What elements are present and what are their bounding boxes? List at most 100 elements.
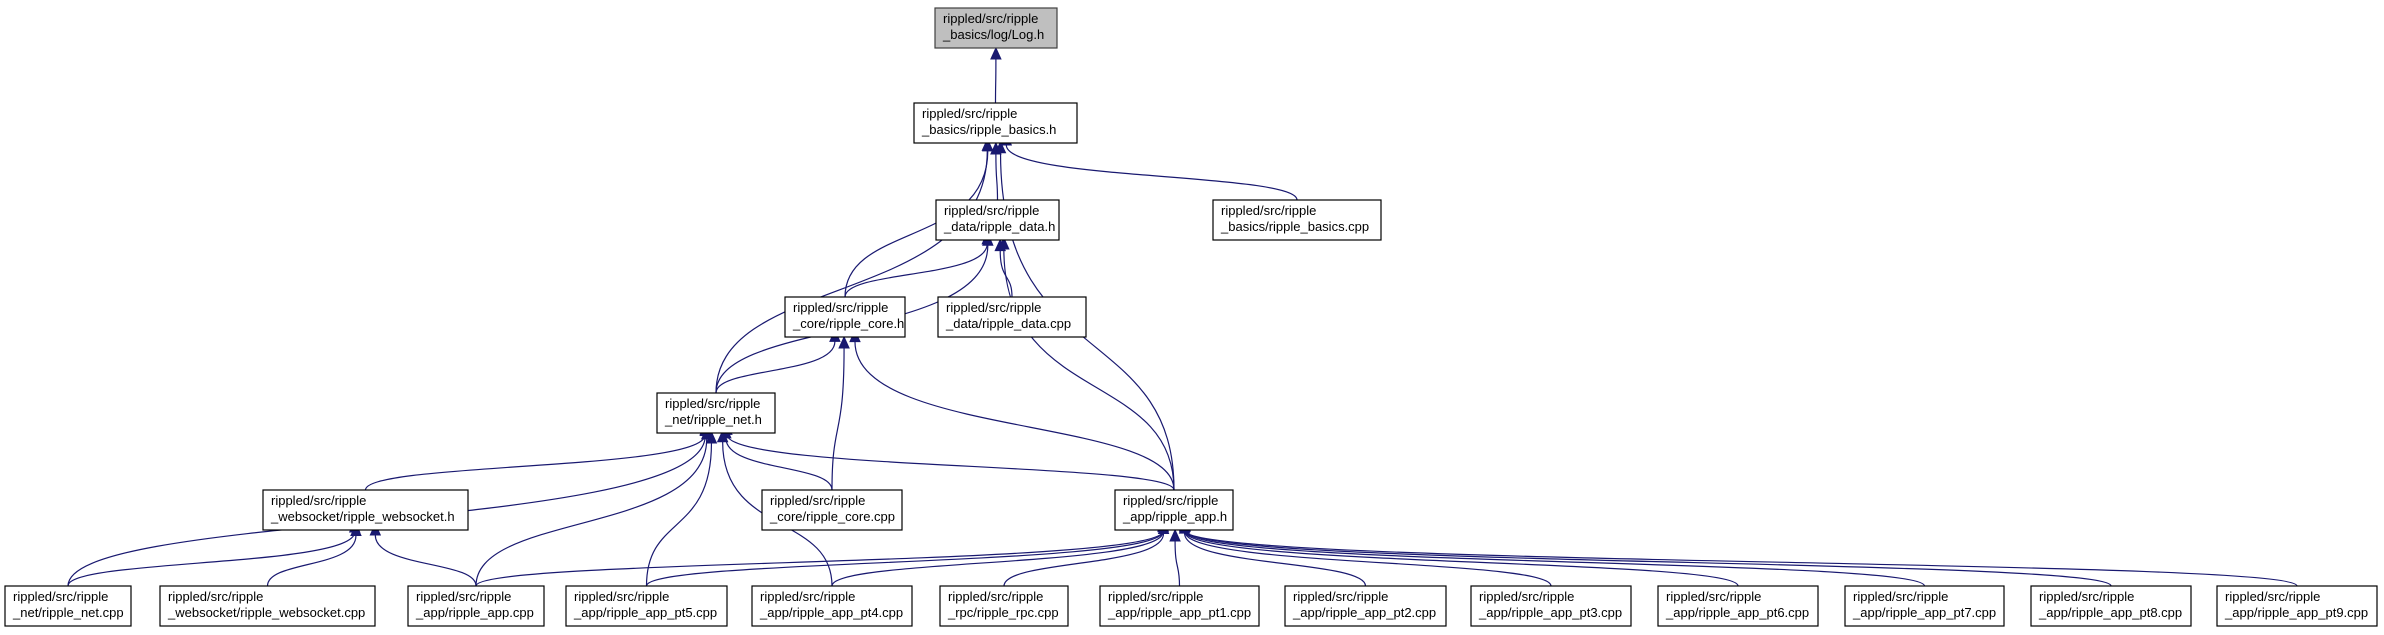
- node-ripple-data-cpp-label-line-2: _data/ripple_data.cpp: [945, 316, 1071, 331]
- node-ripple-app-pt7-cpp-label-line-2: _app/ripple_app_pt7.cpp: [1852, 605, 1996, 620]
- node-ripple-basics-h-label-line-2: _basics/ripple_basics.h: [921, 122, 1056, 137]
- edge-ripple_core_h-to-ripple_data_h: [844, 243, 988, 298]
- node-ripple-data-h-box[interactable]: [935, 199, 1060, 241]
- node-ripple-net-cpp-box[interactable]: [4, 585, 132, 627]
- node-ripple-net-h-label-line-2: _net/ripple_net.h: [664, 412, 762, 427]
- node-ripple-app-pt5-cpp[interactable]: rippled/src/ripple_app/ripple_app_pt5.cp…: [565, 585, 728, 627]
- node-ripple-app-pt9-cpp-box[interactable]: [2216, 585, 2378, 627]
- node-ripple-core-cpp-label-line-2: _core/ripple_core.cpp: [769, 509, 895, 524]
- node-ripple-app-pt9-cpp-label-line-2: _app/ripple_app_pt9.cpp: [2224, 605, 2368, 620]
- node-ripple-basics-cpp-label-line-2: _basics/ripple_basics.cpp: [1220, 219, 1369, 234]
- node-ripple-app-pt1-cpp-box[interactable]: [1099, 585, 1260, 627]
- node-ripple-net-h[interactable]: rippled/src/ripple_net/ripple_net.h: [656, 392, 776, 434]
- node-ripple-websocket-cpp-label-line-2: _websocket/ripple_websocket.cpp: [167, 605, 365, 620]
- edge-ripple_net_h-to-ripple_basics_h: [715, 150, 988, 394]
- node-ripple-core-cpp-box[interactable]: [761, 489, 903, 531]
- arrowhead-ripple_basics_h-to-log_h: [990, 46, 1002, 60]
- node-ripple-core-cpp[interactable]: rippled/src/ripple_core/ripple_core.cpp: [761, 489, 903, 531]
- edge-ripple_core_cpp-to-ripple_core_h: [831, 347, 845, 491]
- node-ripple-basics-h[interactable]: rippled/src/ripple_basics/ripple_basics.…: [913, 102, 1078, 144]
- node-ripple-app-pt6-cpp-label-line-1: rippled/src/ripple: [1666, 589, 1761, 604]
- node-ripple-app-pt4-cpp[interactable]: rippled/src/ripple_app/ripple_app_pt4.cp…: [751, 585, 913, 627]
- edge-ripple_app_pt5_cpp-to-ripple_net_h: [645, 443, 713, 587]
- node-ripple-app-pt3-cpp[interactable]: rippled/src/ripple_app/ripple_app_pt3.cp…: [1470, 585, 1632, 627]
- node-ripple-app-pt8-cpp-label-line-2: _app/ripple_app_pt8.cpp: [2038, 605, 2182, 620]
- node-ripple-data-cpp-box[interactable]: [937, 296, 1087, 338]
- node-ripple-data-cpp-label-line-1: rippled/src/ripple: [946, 300, 1041, 315]
- node-ripple-websocket-cpp[interactable]: rippled/src/ripple_websocket/ripple_webs…: [159, 585, 376, 627]
- node-log-h-box[interactable]: [934, 7, 1058, 49]
- node-ripple-basics-cpp[interactable]: rippled/src/ripple_basics/ripple_basics.…: [1212, 199, 1382, 241]
- edge-ripple_core_h-to-ripple_basics_h: [844, 150, 989, 298]
- edge-ripple_app_pt3_cpp-to-ripple_app_h: [1184, 531, 1552, 587]
- node-ripple-websocket-cpp-box[interactable]: [159, 585, 376, 627]
- edge-ripple_app_cpp-to-ripple_app_h: [475, 530, 1164, 587]
- edge-ripple_websocket_h-to-ripple_net_h: [364, 434, 706, 491]
- node-ripple-app-pt1-cpp[interactable]: rippled/src/ripple_app/ripple_app_pt1.cp…: [1099, 585, 1260, 627]
- node-ripple-core-cpp-label-line-1: rippled/src/ripple: [770, 493, 865, 508]
- edge-ripple_data_cpp-to-ripple_data_h: [999, 250, 1013, 298]
- node-ripple-app-cpp[interactable]: rippled/src/ripple_app/ripple_app.cpp: [407, 585, 545, 627]
- node-ripple-app-cpp-box[interactable]: [407, 585, 545, 627]
- node-ripple-net-h-box[interactable]: [656, 392, 776, 434]
- node-ripple-app-pt4-cpp-box[interactable]: [751, 585, 913, 627]
- node-ripple-app-pt2-cpp[interactable]: rippled/src/ripple_app/ripple_app_pt2.cp…: [1284, 585, 1447, 627]
- edge-ripple_app_pt2_cpp-to-ripple_app_h: [1183, 532, 1367, 587]
- node-ripple-app-pt7-cpp-box[interactable]: [1844, 585, 2005, 627]
- edge-ripple_app_cpp-to-ripple_websocket_h: [374, 534, 477, 587]
- node-ripple-core-h-box[interactable]: [784, 296, 906, 338]
- node-ripple-data-cpp[interactable]: rippled/src/ripple_data/ripple_data.cpp: [937, 296, 1087, 338]
- node-ripple-websocket-cpp-label-line-1: rippled/src/ripple: [168, 589, 263, 604]
- node-ripple-app-pt3-cpp-label-line-1: rippled/src/ripple: [1479, 589, 1574, 604]
- node-log-h[interactable]: rippled/src/ripple_basics/log/Log.h: [934, 7, 1058, 49]
- node-ripple-app-pt8-cpp-label-line-1: rippled/src/ripple: [2039, 589, 2134, 604]
- edge-ripple_websocket_cpp-to-ripple_websocket_h: [266, 535, 357, 587]
- node-ripple-websocket-h[interactable]: rippled/src/ripple_websocket/ripple_webs…: [262, 489, 469, 531]
- node-ripple-rpc-cpp[interactable]: rippled/src/ripple_rpc/ripple_rpc.cpp: [939, 585, 1069, 627]
- node-ripple-app-pt7-cpp[interactable]: rippled/src/ripple_app/ripple_app_pt7.cp…: [1844, 585, 2005, 627]
- node-ripple-websocket-h-box[interactable]: [262, 489, 469, 531]
- node-ripple-app-cpp-label-line-1: rippled/src/ripple: [416, 589, 511, 604]
- node-ripple-core-h[interactable]: rippled/src/ripple_core/ripple_core.h: [784, 296, 906, 338]
- node-ripple-app-h-label-line-1: rippled/src/ripple: [1123, 493, 1218, 508]
- node-ripple-basics-cpp-label-line-1: rippled/src/ripple: [1221, 203, 1316, 218]
- node-ripple-data-h[interactable]: rippled/src/ripple_data/ripple_data.h: [935, 199, 1060, 241]
- node-ripple-rpc-cpp-label-line-1: rippled/src/ripple: [948, 589, 1043, 604]
- node-ripple-net-cpp-label-line-1: rippled/src/ripple: [13, 589, 108, 604]
- node-ripple-basics-h-box[interactable]: [913, 102, 1078, 144]
- node-ripple-app-pt6-cpp-box[interactable]: [1657, 585, 1819, 627]
- node-ripple-app-h-box[interactable]: [1114, 489, 1234, 531]
- node-ripple-app-pt3-cpp-box[interactable]: [1470, 585, 1632, 627]
- node-ripple-app-pt8-cpp-box[interactable]: [2030, 585, 2192, 627]
- node-ripple-app-pt2-cpp-label-line-2: _app/ripple_app_pt2.cpp: [1292, 605, 1436, 620]
- node-ripple-app-pt5-cpp-box[interactable]: [565, 585, 728, 627]
- arrowhead-ripple_net_h-to-ripple_basics_h: [981, 138, 994, 151]
- node-ripple-core-h-label-line-1: rippled/src/ripple: [793, 300, 888, 315]
- node-ripple-rpc-cpp-box[interactable]: [939, 585, 1069, 627]
- edge-ripple_app_pt1_cpp-to-ripple_app_h: [1174, 540, 1181, 587]
- node-ripple-app-pt8-cpp[interactable]: rippled/src/ripple_app/ripple_app_pt8.cp…: [2030, 585, 2192, 627]
- node-ripple-app-pt2-cpp-box[interactable]: [1284, 585, 1447, 627]
- node-ripple-basics-cpp-box[interactable]: [1212, 199, 1382, 241]
- node-ripple-data-h-label-line-1: rippled/src/ripple: [944, 203, 1039, 218]
- edge-ripple_basics_cpp-to-ripple_basics_h: [1005, 144, 1298, 201]
- node-ripple-app-pt6-cpp[interactable]: rippled/src/ripple_app/ripple_app_pt6.cp…: [1657, 585, 1819, 627]
- node-ripple-app-pt3-cpp-label-line-2: _app/ripple_app_pt3.cpp: [1478, 605, 1622, 620]
- edge-ripple_app_pt5_cpp-to-ripple_app_h: [645, 530, 1164, 587]
- edge-ripple_net_h-to-ripple_core_h: [715, 341, 836, 394]
- node-ripple-app-pt7-cpp-label-line-1: rippled/src/ripple: [1853, 589, 1948, 604]
- node-ripple-net-cpp[interactable]: rippled/src/ripple_net/ripple_net.cpp: [4, 585, 132, 627]
- node-ripple-basics-h-label-line-1: rippled/src/ripple: [922, 106, 1017, 121]
- node-ripple-core-h-label-line-2: _core/ripple_core.h: [792, 316, 904, 331]
- node-ripple-app-h[interactable]: rippled/src/ripple_app/ripple_app.h: [1114, 489, 1234, 531]
- arrowhead-ripple_app_h-to-ripple_data_h: [998, 236, 1010, 250]
- node-ripple-app-pt9-cpp[interactable]: rippled/src/ripple_app/ripple_app_pt9.cp…: [2216, 585, 2378, 627]
- edge-ripple_app_pt8_cpp-to-ripple_app_h: [1184, 530, 2112, 587]
- edge-ripple_core_cpp-to-ripple_net_h: [725, 437, 833, 491]
- node-ripple-net-cpp-label-line-2: _net/ripple_net.cpp: [12, 605, 124, 620]
- arrowhead-ripple_app_pt4_cpp-to-ripple_net_h: [716, 429, 729, 443]
- edge-ripple_app_h-to-ripple_data_h: [1003, 248, 1175, 491]
- node-ripple-app-pt4-cpp-label-line-1: rippled/src/ripple: [760, 589, 855, 604]
- arrowhead-ripple_app_pt1_cpp-to-ripple_app_h: [1169, 528, 1181, 542]
